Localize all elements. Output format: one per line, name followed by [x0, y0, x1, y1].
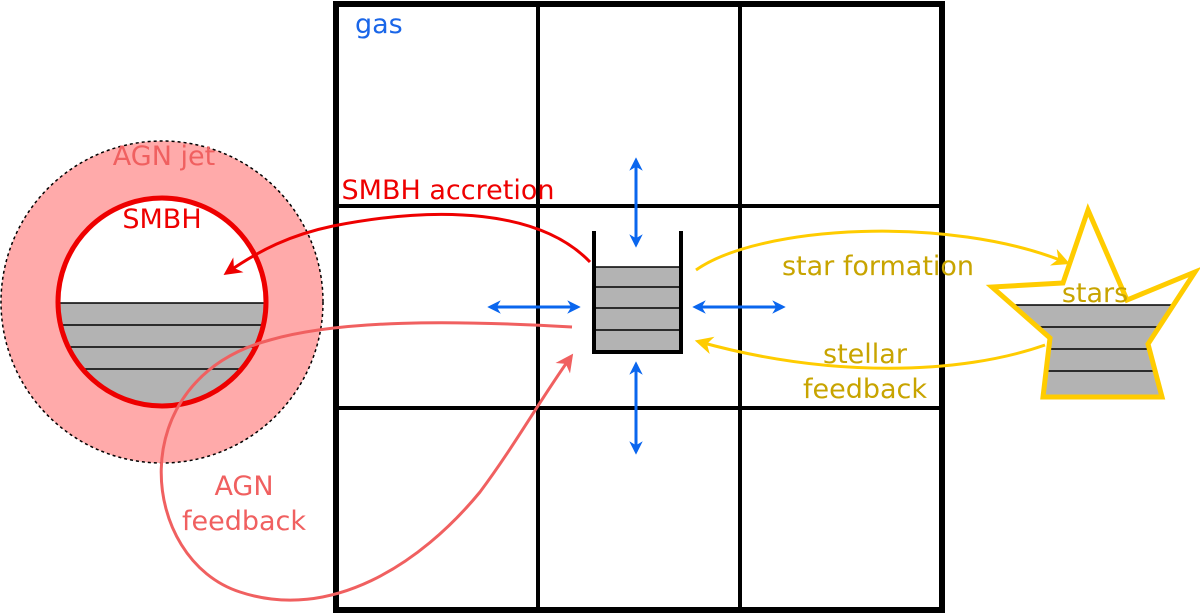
agn-feedback-label-line2: feedback — [182, 506, 306, 537]
gas-reservoir — [592, 231, 683, 354]
smbh-reservoir — [55, 195, 269, 409]
agn-feedback-arrow — [159, 321, 574, 602]
gas-label: gas — [355, 9, 403, 40]
stellar-feedback-arrow — [694, 336, 1046, 370]
stellar-feedback-label-line1: stellar — [823, 339, 908, 370]
agn-jet-label: AGN jet — [113, 141, 215, 172]
agn-feedback-label-line1: AGN — [214, 471, 273, 502]
smbh-accretion-label: SMBH accretion — [342, 175, 555, 206]
smbh-label: SMBH — [122, 204, 201, 235]
star-icon — [985, 203, 1200, 400]
grid-border — [333, 1, 945, 613]
star-formation-arrow — [695, 229, 1070, 272]
smbh-accretion-arrow — [223, 212, 592, 276]
star-formation-label: star formation — [782, 251, 974, 282]
stellar-feedback-label-line2: feedback — [803, 374, 927, 405]
gas-grid — [333, 1, 945, 613]
gas-flow-arrows — [487, 157, 786, 455]
stars-label: stars — [1062, 278, 1128, 309]
